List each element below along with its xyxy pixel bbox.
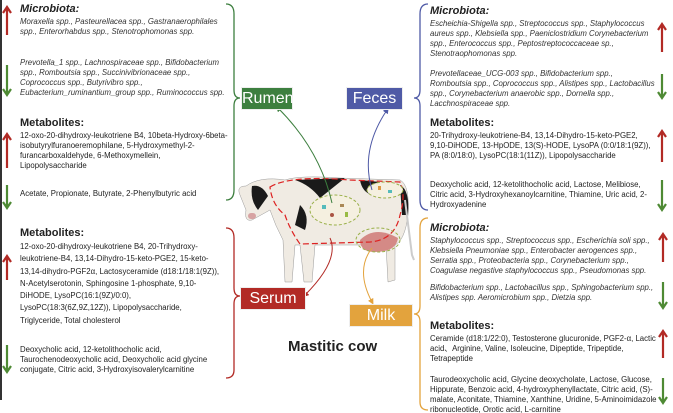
rumen-micro-up-list: Moraxella spp., Pasteurellacea spp., Gas… bbox=[20, 17, 218, 36]
serum-met-up-arrow-icon bbox=[2, 254, 12, 280]
feces-metabolites-heading: Metabolites: bbox=[430, 117, 495, 129]
feces-micro-up-list: Escheichia-Shigella spp., Streptococcus … bbox=[430, 19, 649, 58]
milk-label: Milk bbox=[349, 304, 413, 327]
milk-met-up-list: Ceramide (d18:1/22:0), Testosterone gluc… bbox=[430, 334, 656, 363]
milk-micro-down-arrow-icon bbox=[658, 282, 668, 310]
rumen-bracket bbox=[225, 3, 241, 201]
diagram-title: Mastitic cow bbox=[288, 338, 378, 355]
serum-met-down-list: Deoxycholic acid, 12-ketolithocholic aci… bbox=[20, 345, 208, 374]
feces-microbiota-heading: Microbiota: bbox=[430, 5, 490, 17]
feces-met-down-arrow-icon bbox=[657, 180, 667, 212]
milk-bracket bbox=[413, 217, 429, 411]
feces-met-up-list: 20-Trihydroxy-leukotriene-B4, 13,14-Dihy… bbox=[430, 131, 651, 160]
feces-connector bbox=[367, 107, 389, 191]
serum-metabolites-heading: Metabolites: bbox=[20, 227, 85, 239]
feces-micro-down-list: Prevotellaceae_UCG-003 spp., Bifidobacte… bbox=[430, 69, 655, 108]
rumen-met-up-arrow-icon bbox=[2, 132, 12, 168]
feces-micro-up-arrow-icon bbox=[657, 22, 667, 52]
rumen-micro-down-list: Prevotella_1 spp., Lachnospiraceae spp.,… bbox=[20, 58, 225, 97]
rumen-connector bbox=[275, 105, 333, 204]
milk-connector bbox=[363, 247, 374, 305]
cow-illustration bbox=[238, 176, 415, 283]
feces-micro-down-arrow-icon bbox=[657, 74, 667, 100]
serum-met-down-arrow-icon bbox=[2, 345, 12, 374]
milk-met-down-arrow-icon bbox=[658, 378, 668, 405]
serum-bracket bbox=[225, 227, 241, 379]
rumen-met-up-list: 12-oxo-20-dihydroxy-leukotriene B4, 10be… bbox=[20, 131, 228, 170]
rumen-micro-up-arrow-icon bbox=[2, 5, 12, 35]
feces-bracket bbox=[413, 3, 429, 211]
serum-met-up-list: 12-oxo-20-dihydroxy-leukotriene B4, 20-T… bbox=[20, 242, 220, 325]
feces-label: Feces bbox=[346, 87, 403, 110]
rumen-microbiota-heading: Microbiota: bbox=[20, 3, 80, 15]
milk-micro-up-list: Staphylococcus spp., Streptococcus spp.,… bbox=[430, 236, 650, 275]
rumen-metabolites-heading: Metabolites: bbox=[20, 117, 85, 129]
milk-metabolites-heading: Metabolites: bbox=[430, 320, 495, 332]
rumen-label: Rumen bbox=[241, 87, 294, 110]
rumen-micro-down-arrow-icon bbox=[2, 65, 12, 97]
serum-connector bbox=[302, 237, 333, 298]
rumen-met-down-list: Acetate, Propionate, Butyrate, 2-Phenylb… bbox=[20, 189, 197, 198]
serum-label: Serum bbox=[240, 287, 306, 310]
feces-met-down-list: Deoxycholic acid, 12-ketolithocholic aci… bbox=[430, 180, 647, 209]
milk-micro-down-list: Bifidobacterium spp., Lactobacillus spp.… bbox=[430, 283, 654, 302]
feces-met-up-arrow-icon bbox=[657, 129, 667, 162]
milk-microbiota-heading: Microbiota: bbox=[430, 222, 490, 234]
milk-met-down-list: Taurodeoxycholic acid, Glycine deoxychol… bbox=[430, 375, 657, 413]
milk-met-up-arrow-icon bbox=[658, 329, 668, 358]
milk-micro-up-arrow-icon bbox=[658, 232, 668, 262]
rumen-met-down-arrow-icon bbox=[2, 185, 12, 210]
